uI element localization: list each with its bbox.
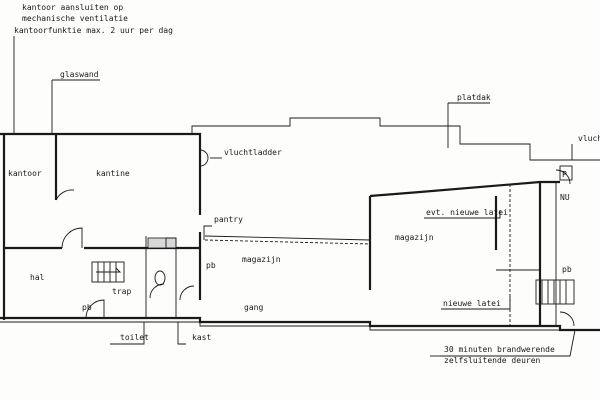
- label-magazijn-1: magazijn: [242, 255, 281, 264]
- partition-magazijn-2: [204, 235, 371, 241]
- wall-bottom: [0, 316, 600, 332]
- label-brandwerend-1: 30 minuten brandwerende: [444, 345, 555, 354]
- label-gang: gang: [244, 303, 263, 312]
- door-right-top: [555, 169, 571, 185]
- roof-outline: [191, 117, 600, 161]
- label-pantry: pantry: [214, 215, 243, 224]
- label-evt-nieuwe-latei: evt. nieuwe latei: [426, 208, 508, 217]
- label-pb-3: pb: [562, 265, 572, 274]
- latei-leader-2: [441, 296, 511, 310]
- label-hal: hal: [30, 273, 45, 282]
- latei-leader-1: [424, 210, 501, 219]
- stair-right: [535, 279, 575, 305]
- vluchtladder-symbol: [199, 149, 209, 167]
- p-box: [559, 165, 573, 181]
- note-line-2: mechanische ventilatie: [22, 14, 128, 23]
- label-brandwerend-2: zelfsluitende deuren: [444, 356, 541, 365]
- label-pb-1: pb: [82, 303, 92, 312]
- label-kast: kast: [192, 333, 211, 342]
- label-p: P: [562, 170, 567, 179]
- label-nu: NU: [560, 193, 570, 202]
- door-toilet: [149, 283, 165, 299]
- kast-leader: [177, 322, 186, 345]
- note-line-3: kantoorfunktie max. 2 uur per dag: [14, 26, 173, 35]
- label-magazijn-2: magazijn: [395, 233, 434, 242]
- brandwerend-leader: [440, 329, 576, 357]
- label-toilet: toilet: [120, 333, 149, 342]
- door-kast: [179, 285, 195, 301]
- door-kantine: [61, 227, 83, 249]
- label-kantoor: kantoor: [8, 169, 42, 178]
- label-pb-2: pb: [206, 261, 216, 270]
- label-glaswand: glaswand: [60, 70, 99, 79]
- note-line-1: kantoor aansluiten op: [22, 3, 123, 12]
- toilet-leader: [110, 322, 145, 345]
- partition-magazijn: [204, 239, 371, 245]
- wall-top-right: [369, 180, 560, 198]
- door-kantoor: [55, 189, 75, 201]
- label-vluchtladder-2: vluch: [578, 134, 600, 143]
- pantry-counter: [147, 237, 177, 249]
- stair-left: [91, 261, 125, 283]
- door-entrance: [85, 299, 105, 319]
- label-trap: trap: [112, 287, 131, 296]
- pantry-leader: [203, 225, 212, 240]
- toilet-bowl: [154, 270, 166, 286]
- label-platdak: platdak: [457, 93, 491, 102]
- door-right-bottom: [559, 311, 575, 327]
- label-vluchtladder-1: vluchtladder: [224, 148, 282, 157]
- pantry-sink: [165, 237, 177, 249]
- wall-top-left: [0, 132, 202, 215]
- label-kantine: kantine: [96, 169, 130, 178]
- label-nieuwe-latei: nieuwe latei: [443, 299, 501, 308]
- wall-bottom-inner: [0, 321, 560, 331]
